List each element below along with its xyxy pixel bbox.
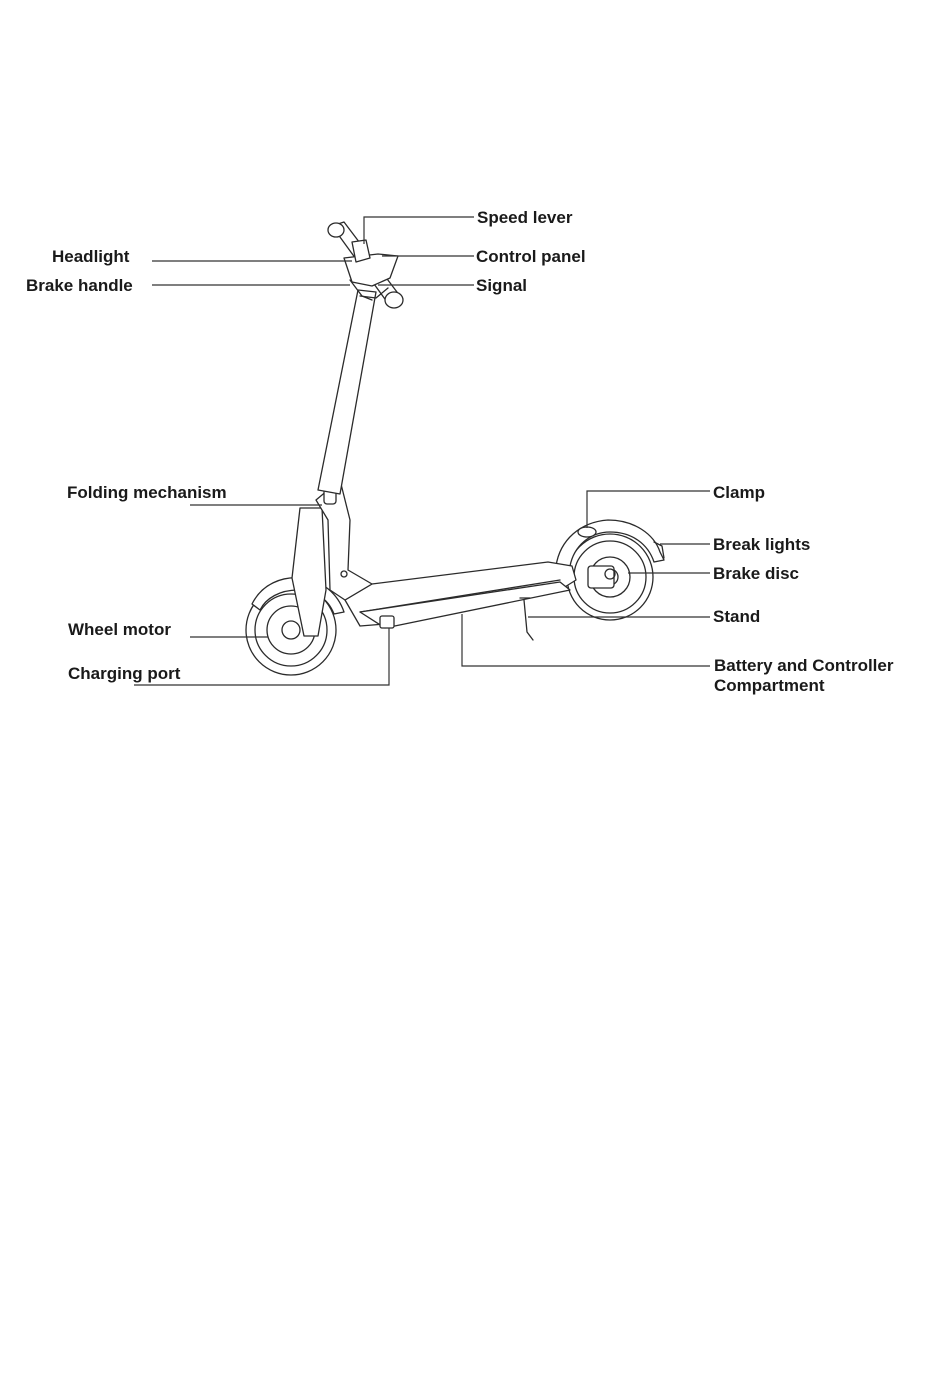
label-headlight: Headlight [52, 247, 130, 266]
label-clamp: Clamp [713, 483, 765, 502]
label-folding-mechanism: Folding mechanism [67, 483, 227, 502]
label-brake-handle: Brake handle [26, 276, 133, 295]
scooter-illustration [246, 222, 664, 675]
charging-port [380, 616, 394, 628]
control-head [344, 254, 398, 286]
label-speed-lever: Speed lever [477, 208, 573, 227]
label-battery-line1: Battery and Controller [714, 656, 894, 675]
leader-battery [462, 614, 710, 666]
label-battery-line2: Compartment [714, 676, 825, 695]
label-stand: Stand [713, 607, 760, 626]
label-brake-disc: Brake disc [713, 564, 799, 583]
label-charging-port: Charging port [68, 664, 181, 683]
label-control-panel: Control panel [476, 247, 586, 266]
clamp-knob [578, 527, 596, 537]
leader-speed-lever [364, 217, 474, 244]
label-signal: Signal [476, 276, 527, 295]
labels: Speed lever Headlight Control panel Brak… [26, 208, 894, 695]
speed-lever-part [352, 240, 370, 262]
label-wheel-motor: Wheel motor [68, 620, 171, 639]
kickstand [524, 600, 533, 640]
stem [318, 290, 376, 494]
label-break-lights: Break lights [713, 535, 810, 554]
